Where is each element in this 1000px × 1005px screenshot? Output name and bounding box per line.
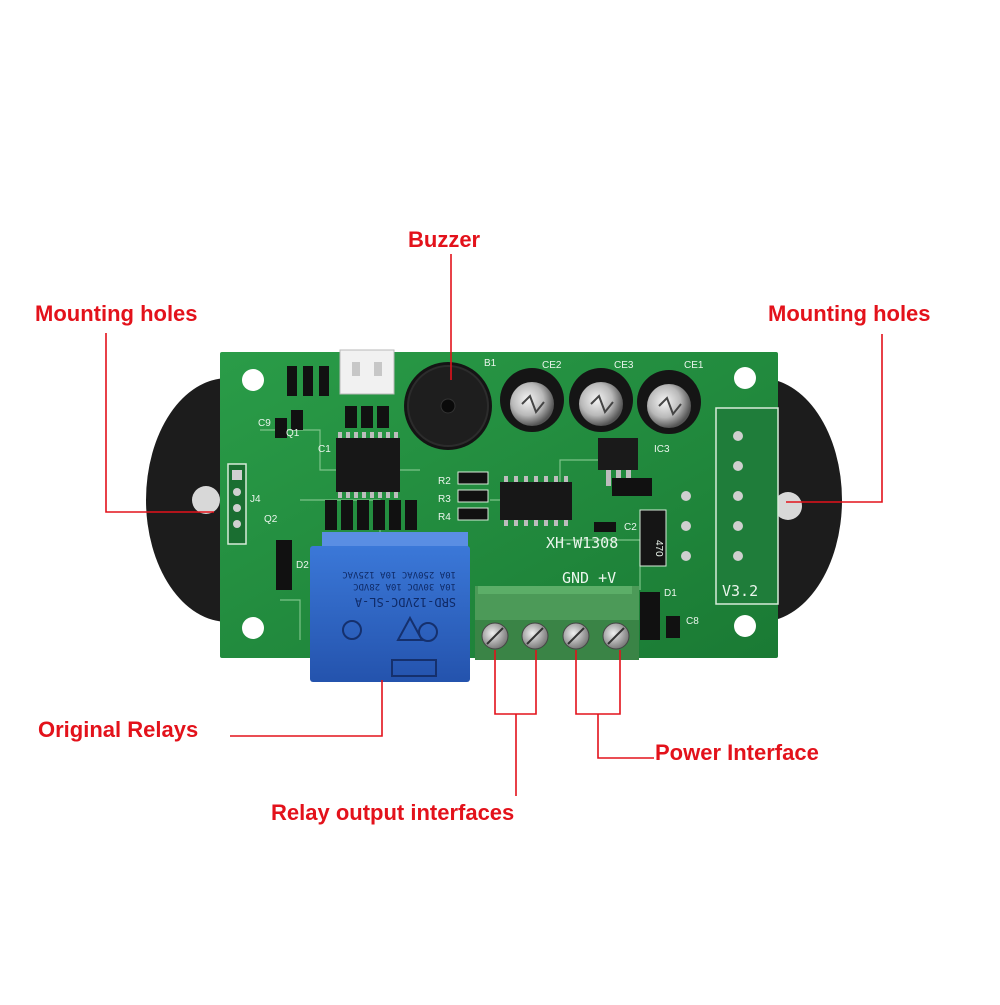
relay-model-text: SRD-12VDC-SL-A (354, 595, 456, 609)
capacitor-c8 (666, 616, 680, 638)
resistor-470 (639, 509, 667, 567)
resistors-r2-r4 (457, 471, 489, 521)
terminal-screw (521, 622, 549, 650)
capacitor-ce1 (637, 370, 701, 434)
label-mounting-holes-right: Mounting holes (768, 301, 931, 326)
label-power-interface: Power Interface (655, 740, 819, 765)
silk-c9: C9 (258, 418, 271, 429)
relay-rating-text-2: 10A 30VDC 10A 28VDC (353, 581, 456, 591)
terminal-screw (602, 622, 630, 650)
j4-header (227, 463, 247, 545)
silk-c1: C1 (318, 444, 331, 455)
mounting-holes-right-leader (786, 334, 883, 503)
buzzer-component (404, 362, 492, 450)
pcb-corner-hole (734, 615, 756, 637)
jst-connector (339, 349, 395, 395)
silk-r4: R4 (438, 512, 451, 523)
ic-chip-secondary (500, 476, 572, 526)
callout-lines (105, 254, 883, 796)
label-original-relays: Original Relays (38, 717, 199, 742)
terminal-screw (562, 622, 590, 650)
terminal-silk-label: GND +V (562, 569, 616, 587)
capacitor-ce2 (500, 368, 564, 432)
silk-b1: B1 (484, 358, 497, 369)
silk-q1: Q1 (286, 428, 300, 439)
silk-ic3: IC3 (654, 444, 670, 455)
voltage-regulator-ic3 (598, 438, 652, 496)
smd-resistor-bank (275, 366, 417, 590)
silk-c8: C8 (686, 616, 699, 627)
mounting-hole-left (192, 486, 220, 514)
terminal-block (475, 586, 639, 660)
silk-c2: C2 (624, 522, 637, 533)
capacitor-ce3 (569, 368, 633, 432)
silk-j4: J4 (250, 494, 261, 505)
silk-r2: R2 (438, 476, 451, 487)
relay-output-leader (494, 650, 537, 796)
relay-component (310, 532, 470, 682)
label-relay-output-interfaces: Relay output interfaces (271, 800, 515, 825)
mounting-hole-right (774, 492, 802, 520)
terminal-screw (481, 622, 509, 650)
board-model-text: XH-W1308 (546, 534, 618, 552)
ic-chip-main (336, 432, 400, 498)
silk-ce1: CE1 (684, 360, 704, 371)
silk-d2: D2 (296, 560, 309, 571)
mounting-holes-left-leader (105, 333, 214, 513)
power-interface-leader (575, 650, 654, 759)
pcb-corner-hole (242, 617, 264, 639)
board-version-text: V3.2 (722, 582, 758, 600)
original-relays-leader (230, 680, 383, 737)
pcb-corner-hole (242, 369, 264, 391)
silk-ce3: CE3 (614, 360, 634, 371)
silk-q2: Q2 (264, 514, 278, 525)
silk-d1: D1 (664, 588, 677, 599)
relay-rating-text-1: 10A 250VAC 10A 125VAC (342, 569, 456, 579)
silk-ce2: CE2 (542, 360, 562, 371)
capacitor-c2 (594, 522, 616, 532)
diode-d1 (640, 592, 660, 640)
silk-r3: R3 (438, 494, 451, 505)
label-buzzer: Buzzer (408, 227, 481, 252)
label-mounting-holes-left: Mounting holes (35, 301, 198, 326)
pcb-corner-hole (734, 367, 756, 389)
resistor-value-text: 470 (653, 540, 664, 557)
